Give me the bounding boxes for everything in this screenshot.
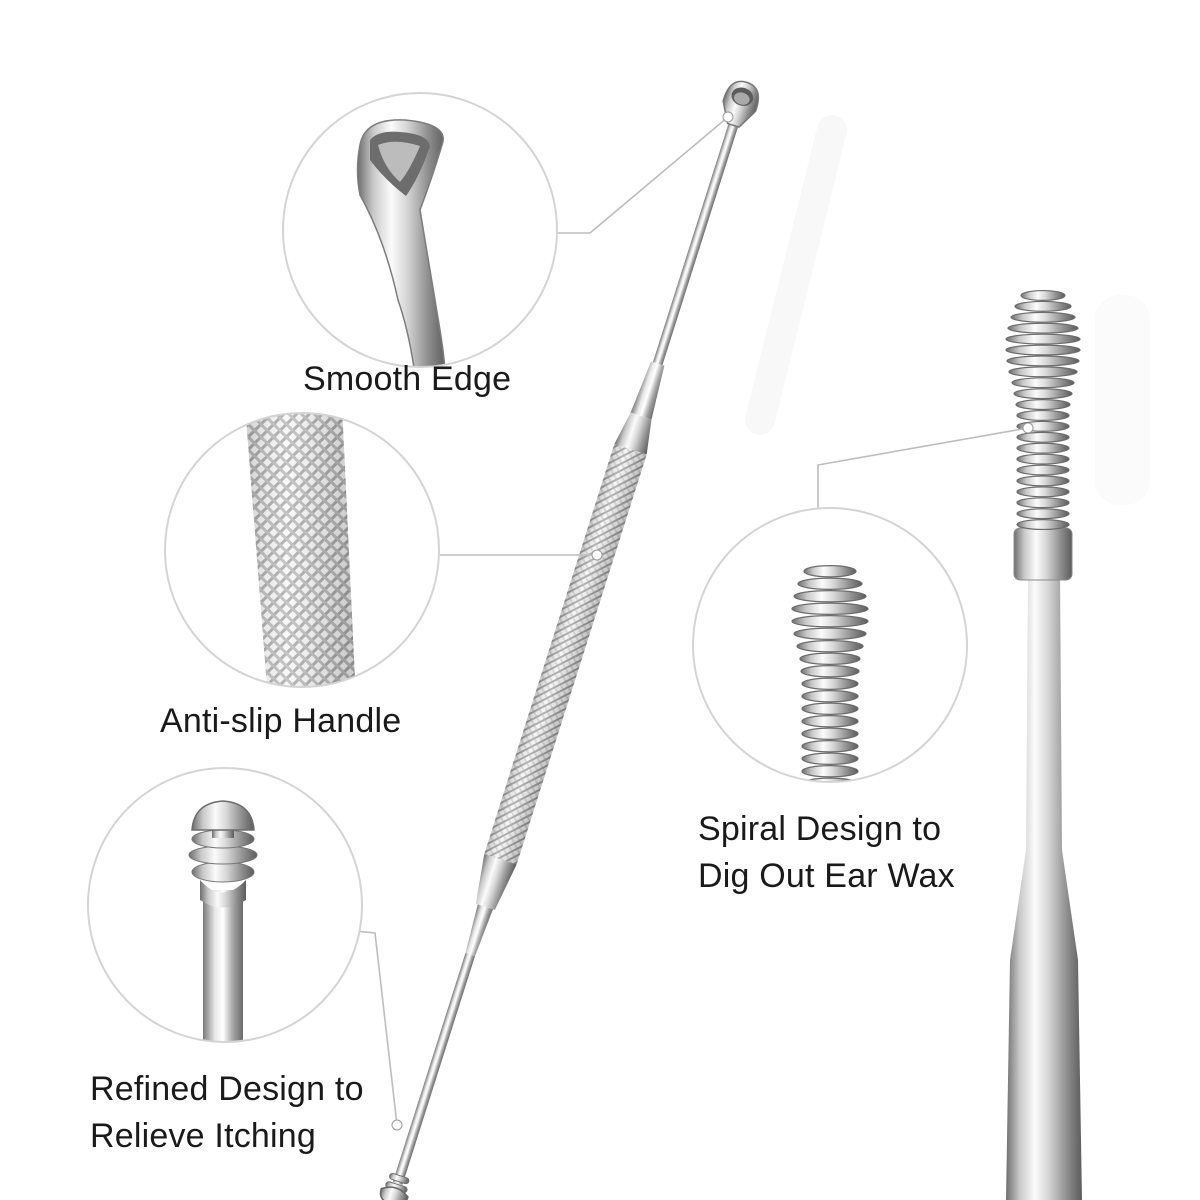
coil-ring (1007, 322, 1079, 334)
coil-ring (1005, 344, 1081, 356)
ear-pick-tool (379, 80, 760, 1200)
coil-ring (800, 665, 860, 678)
coil-ring (1016, 409, 1070, 421)
coil-ring (1013, 388, 1073, 400)
ridged-tip-icon (87, 767, 363, 1043)
coil-ring (1015, 399, 1071, 411)
spiral-tip-icon (692, 507, 968, 783)
coil-ring (797, 577, 863, 590)
coil-ring (1020, 289, 1066, 301)
coil-ring (796, 640, 864, 653)
label-spiral-design: Spiral Design to Dig Out Ear Wax (698, 806, 955, 900)
coil-ring (791, 602, 869, 615)
coil-ring (1016, 442, 1070, 454)
label-line: Dig Out Ear Wax (698, 857, 955, 895)
coil-ring (1010, 311, 1076, 323)
coil-ring (791, 615, 869, 628)
label-smooth-edge: Smooth Edge (303, 356, 511, 403)
coil-ring (1005, 333, 1081, 345)
knurled-handle-icon (164, 412, 440, 688)
reflection-shadow (745, 115, 1150, 505)
coil-ring (801, 715, 859, 728)
coil-ring (1016, 519, 1070, 531)
coil-ring (803, 565, 857, 578)
label-line: Relieve Itching (90, 1117, 317, 1155)
coil-ring (1016, 464, 1070, 476)
coil-ring (801, 702, 859, 715)
coil-ring (801, 765, 859, 778)
leader-dots (391, 111, 1034, 1131)
coil-ring (1016, 497, 1070, 509)
coil-ring (1016, 431, 1070, 443)
scoop-tip-icon (282, 92, 558, 368)
coil-ring (793, 627, 867, 640)
coil-ring (793, 590, 867, 603)
coil-ring (801, 690, 859, 703)
coil-ring (1011, 377, 1075, 389)
coil-ring (801, 752, 859, 765)
coil-ring (1016, 475, 1070, 487)
coil-ring (1016, 453, 1070, 465)
label-refined-design: Refined Design to Relieve Itching (90, 1066, 364, 1160)
coil-ring (1014, 300, 1072, 312)
label-line: Spiral Design to (698, 810, 942, 848)
coil-ring (801, 740, 859, 753)
label-line: Refined Design to (90, 1070, 364, 1108)
coil-ring (801, 677, 859, 690)
coil-ring (1008, 366, 1078, 378)
coil-ring (1006, 355, 1080, 367)
label-line: Anti-slip Handle (160, 702, 402, 740)
label-line: Smooth Edge (303, 360, 512, 398)
coil-ring (799, 652, 861, 665)
label-anti-slip-handle: Anti-slip Handle (160, 698, 401, 745)
coil-ring (1016, 486, 1070, 498)
coil-ring (801, 727, 859, 740)
coil-ring (1016, 508, 1070, 520)
spiral-tool (1005, 289, 1082, 1200)
